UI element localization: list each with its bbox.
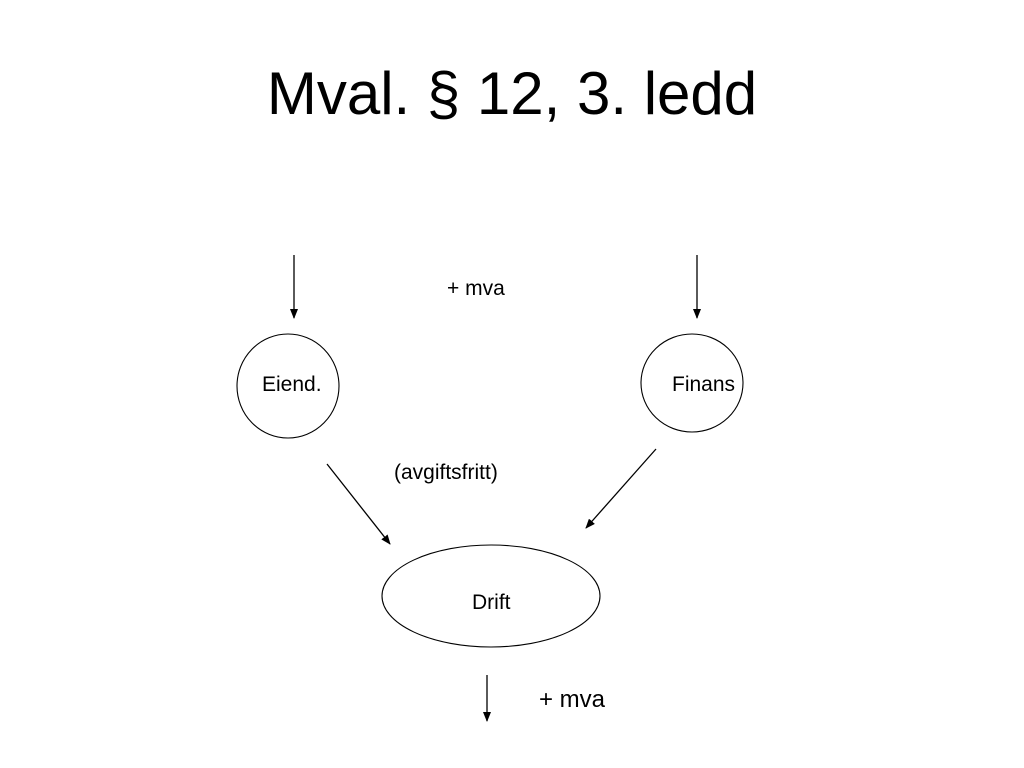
eiend-label: Eiend. (262, 373, 322, 396)
bottom-mva-label: + mva (539, 686, 606, 713)
arrow-finans-to-drift (585, 448, 657, 529)
slide-title: Mval. § 12, 3. ledd (266, 60, 758, 127)
finans-node (640, 333, 744, 433)
avgiftsfritt-label: (avgiftsfritt) (394, 461, 498, 484)
drift-node (381, 544, 601, 648)
eiend-node (236, 333, 340, 439)
drift-label: Drift (472, 591, 511, 614)
finans-label: Finans (672, 373, 735, 396)
top-mva-label: + mva (447, 277, 505, 300)
arrow-eiend-to-drift (326, 463, 391, 545)
